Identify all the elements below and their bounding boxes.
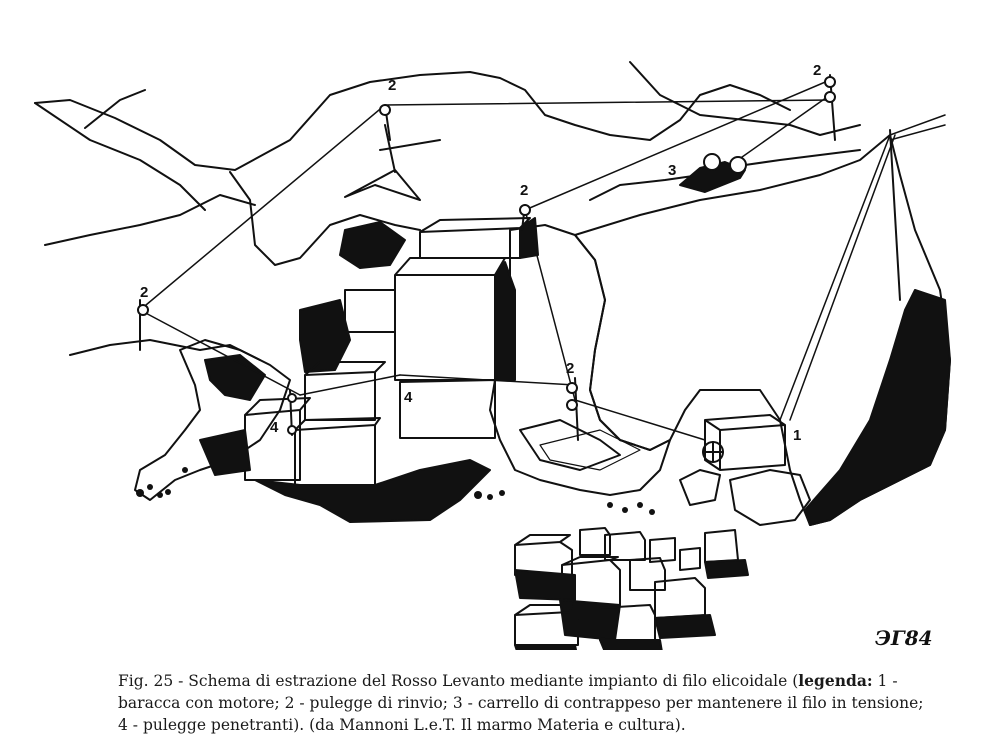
label-penetrating-b: 4 [270, 419, 279, 436]
ledge [344, 169, 421, 201]
cart-drum [703, 153, 721, 171]
boulder-1 [679, 469, 721, 506]
boulder-2 [729, 469, 811, 526]
ground-lines [539, 429, 641, 471]
hill-ridge-2 [629, 61, 861, 136]
block-e [394, 257, 506, 381]
caption-text: Fig. 25 - Schema di estrazione del Rosso… [118, 672, 799, 690]
quarry-diagram: 2 2 2 2 2 3 4 4 1 ЭГ84 [34, 61, 951, 650]
caption-legend-body: 1 - baracca con motore; 2 - pulegge di r… [118, 672, 924, 734]
label-pulley-mid: 2 [520, 182, 528, 199]
label-motor-hut: 1 [793, 427, 801, 444]
pulleys [137, 74, 901, 441]
label-pulley-top-right: 2 [813, 62, 821, 79]
cables [139, 79, 946, 441]
cave-shadow [339, 221, 406, 269]
block-top [419, 217, 531, 259]
label-pulley-lower: 2 [566, 360, 574, 377]
motor-wheel-spokes [702, 441, 724, 463]
block-a [244, 397, 311, 481]
block-c [304, 361, 386, 421]
caption-legend-head: legenda: [798, 671, 873, 690]
ground-shadow [254, 459, 491, 523]
hill-outline-left [34, 102, 206, 211]
ledge-lines [379, 124, 441, 173]
terrain-left-2 [69, 339, 261, 361]
block-stack-shadow [299, 299, 351, 373]
rock-shadow-right [804, 289, 951, 526]
rock-left-shadow-2 [199, 429, 251, 476]
block-f [399, 379, 496, 439]
cart-wheel [729, 156, 747, 174]
debris-right [607, 502, 655, 515]
block-e-shadow [494, 261, 516, 381]
debris-left [136, 467, 188, 498]
terrain-left [44, 194, 256, 246]
label-pulley-top-left: 2 [388, 77, 396, 94]
block-d [344, 289, 396, 333]
block-b [294, 417, 381, 486]
label-cart: 3 [668, 162, 676, 179]
debris-mid [474, 490, 505, 500]
hill-ridge [84, 89, 146, 129]
block-pile [514, 527, 749, 650]
rock-left-shadow [204, 354, 266, 401]
label-pulley-left: 2 [140, 284, 148, 301]
rock-middle-inner [519, 419, 621, 471]
block-top-shadow [519, 217, 539, 259]
rock-middle [489, 224, 671, 496]
label-penetrating-a: 4 [404, 389, 413, 406]
hill-ridge-3 [229, 171, 421, 266]
motor-hut [704, 414, 786, 471]
hill-outline [34, 71, 791, 171]
artist-signature: ЭГ84 [875, 626, 933, 650]
rock-left [134, 339, 291, 501]
figure-caption: Fig. 25 - Schema di estrazione del Rosso… [118, 670, 938, 736]
